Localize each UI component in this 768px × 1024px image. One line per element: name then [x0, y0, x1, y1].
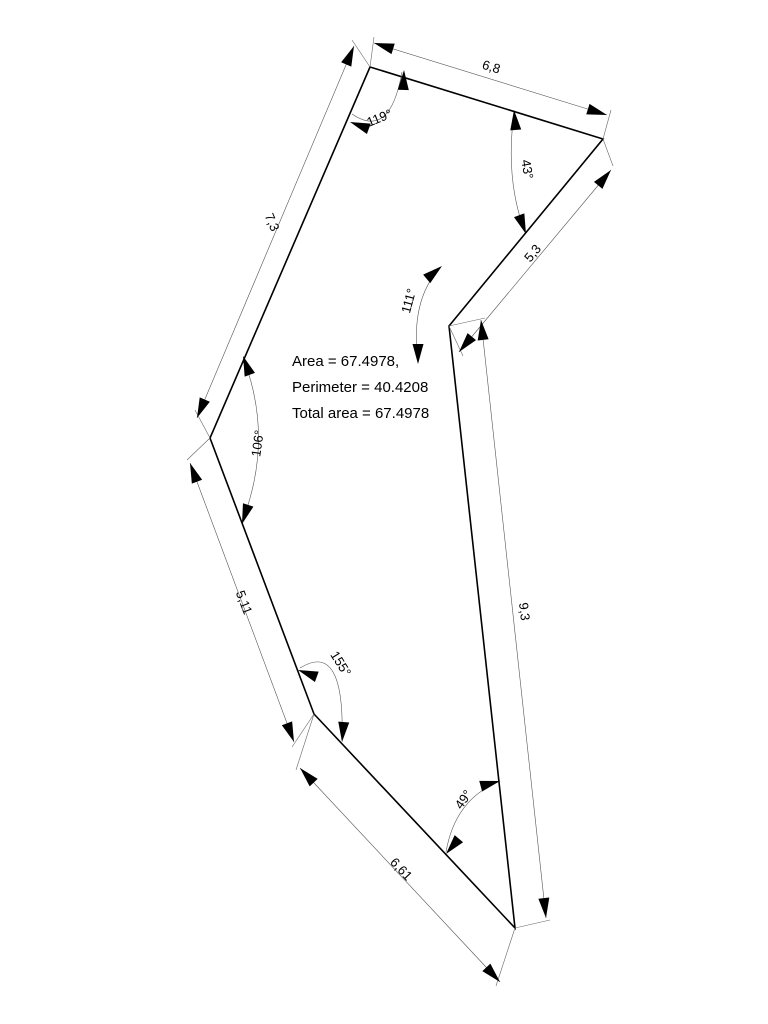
angle-label-inner-notch: 111°	[398, 287, 419, 315]
polygon-outline	[209, 66, 605, 931]
angle-top-right: 43°	[508, 109, 537, 236]
area-text: Area = 67.4978,	[292, 353, 399, 370]
angle-inner-notch: 111°	[398, 261, 446, 364]
angle-label-top-right: 43°	[518, 158, 536, 180]
angle-bottom: 49°	[441, 775, 502, 858]
dimension-top-edge: 6,8	[369, 36, 612, 140]
dimension-label-bottom: 6,61	[387, 855, 415, 884]
summary-block: Area = 67.4978, Perimeter = 40.4208 Tota…	[292, 353, 429, 422]
angle-label-left: 106°	[248, 429, 267, 458]
dimension-label-left-lower: 5,11	[233, 588, 256, 616]
angle-label-top-left: 119°	[364, 106, 394, 130]
dimension-label-right-upper: 5,3	[521, 241, 544, 264]
dimension-right-long-edge: 9,3	[448, 317, 552, 929]
angle-lower-left: 155°	[296, 648, 354, 743]
angle-top-left: 119°	[348, 69, 410, 135]
angle-label-lower-left: 155°	[327, 648, 354, 679]
total-area-text: Total area = 67.4978	[292, 405, 429, 422]
dimension-label-left-upper: 7,3	[262, 211, 283, 234]
angle-left: 106°	[236, 354, 267, 526]
dimension-left-lower-edge: 5,11	[184, 437, 315, 748]
dimension-label-right-long: 9,3	[516, 602, 533, 622]
angle-label-bottom: 49°	[452, 787, 476, 812]
dimension-bottom-edge: 6,61	[295, 713, 516, 987]
dimension-left-upper-edge: 7,3	[191, 39, 371, 439]
dimension-label-top: 6,8	[480, 57, 502, 77]
perimeter-text: Perimeter = 40.4208	[292, 379, 428, 396]
